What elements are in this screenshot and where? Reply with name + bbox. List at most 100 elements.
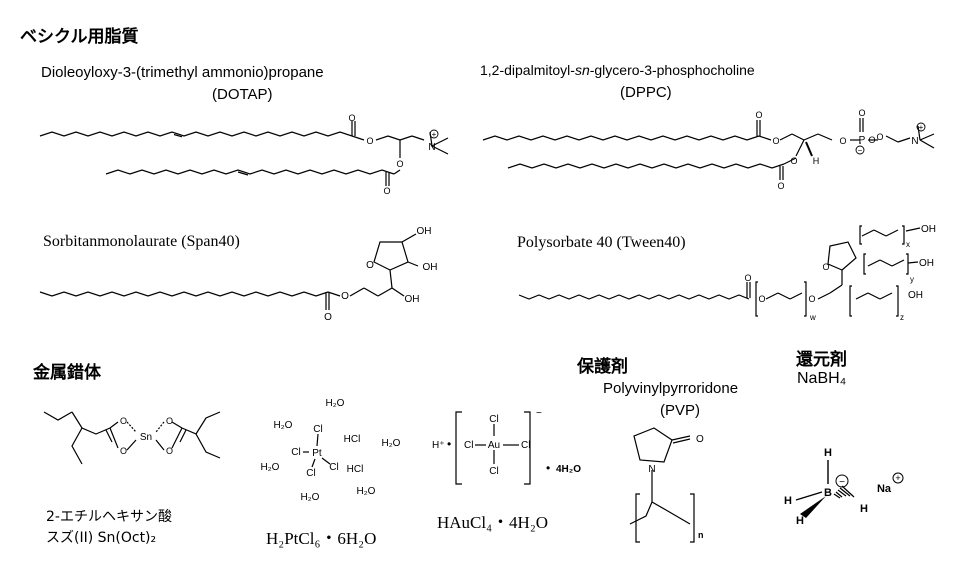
dppc-nitrogen: N <box>911 136 918 147</box>
dppc-phosphate-o-double: O <box>858 108 865 118</box>
sn-oct-o3: O <box>166 416 173 426</box>
haucl4-structure: H⁺ • − Cl Cl Au Cl Cl • 4H₂O <box>432 408 581 485</box>
nabh4-h-bottom: H <box>796 515 804 527</box>
tween40-carbonyl-o: O <box>744 273 751 283</box>
au-bullet1: • <box>447 437 451 451</box>
sn-oct-tin: Sn <box>140 432 152 443</box>
dppc-carbonyl-o1: O <box>755 110 762 120</box>
pt-cl-bottom: Cl <box>306 468 315 479</box>
dotap-ester-o2: O <box>396 159 403 169</box>
h2ptcl6-structure: H₂O H₂O HCl H₂O H₂O HCl H₂O H₂O Cl Cl Pt… <box>261 398 401 503</box>
dotap-name: Dioleoyloxy-3-(trimethyl ammonio)propane <box>41 64 324 81</box>
au-gold: Au <box>488 440 500 451</box>
au-bullet2: • <box>546 461 550 475</box>
pt-water1: H₂O <box>326 398 345 409</box>
tween40-name: Polysorbate 40 (Tween40) <box>517 234 686 251</box>
span40-ester-o: O <box>341 291 349 302</box>
tween40-ester-o: O <box>758 294 765 304</box>
dppc-hydrogen: H <box>813 156 820 166</box>
au-cl-top: Cl <box>489 414 498 425</box>
au-hydrate: 4H₂O <box>556 464 581 475</box>
span40-oh2: OH <box>417 226 432 237</box>
dppc-phosphate-o1: O <box>839 136 846 146</box>
nabh4-structure: H H B − H H Na + <box>784 447 904 527</box>
dppc-carbonyl-o2: O <box>777 181 784 191</box>
span40-ring-o: O <box>366 260 374 271</box>
pt-hcl1: HCl <box>344 434 361 445</box>
dotap-ester-o1: O <box>366 136 373 146</box>
pt-cl-right: Cl <box>329 462 338 473</box>
sn-oct-name-line1: 2-エチルヘキサン酸 <box>46 509 172 525</box>
section-title-reducing-agent: 還元剤 <box>796 350 847 370</box>
pt-cl-top: Cl <box>313 424 322 435</box>
pvp-abbreviation: (PVP) <box>660 402 701 419</box>
dppc-ester-o1: O <box>772 136 779 146</box>
au-cl-right: Cl <box>521 440 530 451</box>
tween40-oh-z: OH <box>908 290 923 301</box>
span40-name: Sorbitanmonolaurate (Span40) <box>43 233 240 250</box>
dppc-phosphate-o3: O <box>876 132 883 142</box>
nabh4-charge-plus: + <box>895 473 900 483</box>
dppc-ester-o2: O <box>790 156 797 166</box>
au-proton: H⁺ <box>432 440 445 451</box>
tween40-sub-x: x <box>906 240 910 249</box>
au-cl-left: Cl <box>464 440 473 451</box>
span40-oh1: OH <box>405 294 420 305</box>
span40-structure: O O OH O OH OH <box>39 226 438 323</box>
tween40-oh-y: OH <box>919 258 934 269</box>
pvp-nitrogen: N <box>648 464 655 475</box>
haucl4-formula: HAuCl₄・4H₂O <box>437 513 549 532</box>
dppc-abbreviation: (DPPC) <box>620 84 672 101</box>
pvp-name: Polyvinylpyrroridone <box>603 380 739 397</box>
tween40-ring-o: O <box>822 262 829 272</box>
tween40-sub-y: y <box>910 275 914 284</box>
sn-oct-o2: O <box>120 446 127 456</box>
au-charge-minus: − <box>536 408 542 419</box>
pt-water3: H₂O <box>382 438 401 449</box>
pt-water4: H₂O <box>261 462 280 473</box>
nabh4-sodium: Na <box>877 483 892 495</box>
dotap-carbonyl-o2: O <box>383 186 390 196</box>
dotap-structure: O O O O N + <box>39 113 449 196</box>
section-title-protective-agent: 保護剤 <box>577 357 628 377</box>
dppc-phosphorus: P <box>859 135 866 146</box>
pt-water6: H₂O <box>357 486 376 497</box>
dppc-phosphate-o2: O <box>868 135 875 145</box>
sn-oct-name-line2: スズ(II) Sn(Oct)₂ <box>46 530 157 546</box>
dotap-carbonyl-o1: O <box>348 113 355 123</box>
tween40-ether-o: O <box>808 294 815 304</box>
pt-cl-left: Cl <box>291 447 300 458</box>
tween40-oh-x: OH <box>921 224 936 235</box>
tween40-structure: O O O O OH OH OH w x y z <box>518 224 936 322</box>
span40-carbonyl-o: O <box>324 312 332 323</box>
sn-oct-structure: O O Sn O O <box>43 411 221 465</box>
dppc-charge-plus: + <box>919 123 924 132</box>
nabh4-formula: NaBH₄ <box>797 370 847 387</box>
sn-oct-o4: O <box>166 446 173 456</box>
span40-oh3: OH <box>423 262 438 273</box>
dppc-charge-minus: − <box>858 146 863 155</box>
nabh4-boron: B <box>824 487 832 499</box>
pvp-sub-n: n <box>698 530 704 540</box>
dotap-charge-plus: + <box>432 130 437 139</box>
pt-water5: H₂O <box>301 492 320 503</box>
pt-water2: H₂O <box>274 420 293 431</box>
pt-hcl2: HCl <box>347 464 364 475</box>
tween40-sub-z: z <box>900 313 904 322</box>
nabh4-h-top: H <box>824 447 832 459</box>
nabh4-h-right: H <box>860 503 868 515</box>
sn-oct-o1: O <box>120 416 127 426</box>
dppc-structure: O O O H O O O P O − O N + <box>482 108 935 191</box>
dotap-abbreviation: (DOTAP) <box>212 86 273 103</box>
section-title-vesicle-lipids: ベシクル用脂質 <box>20 27 139 47</box>
section-title-metal-complex: 金属錯体 <box>33 363 101 383</box>
nabh4-charge-minus: − <box>839 477 845 488</box>
pvp-carbonyl-o: O <box>696 434 704 445</box>
tween40-sub-w: w <box>809 313 816 322</box>
dppc-name: 1,2-dipalmitoyl-sn-glycero-3-phosphochol… <box>480 62 755 78</box>
dotap-nitrogen: N <box>428 142 435 153</box>
h2ptcl6-formula: H₂PtCl₆・6H₂O <box>266 529 377 548</box>
pvp-structure: O N n <box>629 427 704 543</box>
pt-platinum: Pt <box>312 448 322 459</box>
